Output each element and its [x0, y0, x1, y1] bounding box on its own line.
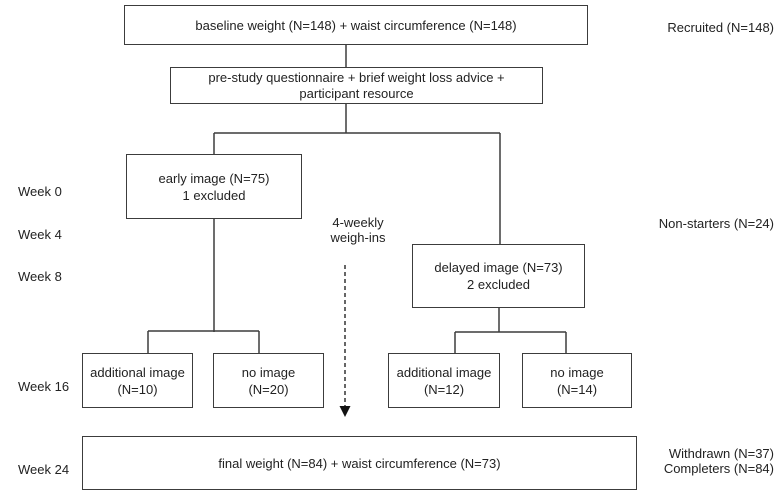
box-prestudy-questionnaire-line1: pre-study questionnaire + brief weight l…	[208, 69, 505, 85]
box-early-image-line2: 1 excluded	[182, 187, 246, 203]
box-additional-image-right: additional image (N=12)	[388, 353, 500, 408]
completers-label: Completers (N=84)	[663, 461, 774, 476]
weigh-ins-annotation: 4-weekly weigh-ins	[318, 215, 398, 245]
box-final-weight-text: final weight (N=84) + waist circumferenc…	[218, 455, 501, 471]
box-no-image-left-line2: (N=20)	[248, 381, 289, 397]
box-additional-image-right-line1: additional image	[396, 364, 492, 380]
box-prestudy-questionnaire-line2: participant resource	[299, 85, 414, 101]
week-label-16: Week 16	[18, 379, 70, 394]
box-baseline-weight: baseline weight (N=148) + waist circumfe…	[124, 5, 588, 45]
weigh-ins-annotation-line2: weigh-ins	[330, 230, 386, 245]
week-label-24: Week 24	[18, 462, 70, 477]
box-prestudy-questionnaire: pre-study questionnaire + brief weight l…	[170, 67, 543, 104]
box-additional-image-left: additional image (N=10)	[82, 353, 193, 408]
box-baseline-weight-text: baseline weight (N=148) + waist circumfe…	[195, 17, 517, 33]
box-early-image-line1: early image (N=75)	[158, 170, 270, 186]
box-no-image-right-line1: no image	[550, 364, 604, 380]
box-delayed-image: delayed image (N=73) 2 excluded	[412, 244, 585, 308]
box-additional-image-left-line2: (N=10)	[117, 381, 158, 397]
box-final-weight: final weight (N=84) + waist circumferenc…	[82, 436, 637, 490]
box-delayed-image-line2: 2 excluded	[467, 277, 530, 292]
box-early-image: early image (N=75) 1 excluded	[126, 154, 302, 219]
weigh-ins-annotation-line1: 4-weekly	[332, 215, 384, 230]
box-no-image-left-line1: no image	[241, 364, 296, 380]
recruited-label: Recruited (N=148)	[667, 20, 774, 35]
arrowhead-down-icon	[339, 406, 351, 417]
box-no-image-left: no image (N=20)	[213, 353, 324, 408]
box-no-image-right: no image (N=14)	[522, 353, 632, 408]
non-starters-label: Non-starters (N=24)	[658, 216, 774, 231]
box-no-image-right-line2: (N=14)	[556, 381, 598, 397]
week-label-4: Week 4	[18, 227, 62, 242]
box-additional-image-right-line2: (N=12)	[423, 381, 465, 397]
box-delayed-image-line1: delayed image (N=73)	[434, 260, 563, 275]
box-additional-image-left-line1: additional image	[90, 364, 185, 380]
week-label-0: Week 0	[18, 184, 62, 199]
withdrawn-label: Withdrawn (N=37)	[668, 446, 774, 461]
week-label-8: Week 8	[18, 269, 62, 284]
withdrawn-completers-label: Withdrawn (N=37) Completers (N=84)	[664, 446, 774, 476]
